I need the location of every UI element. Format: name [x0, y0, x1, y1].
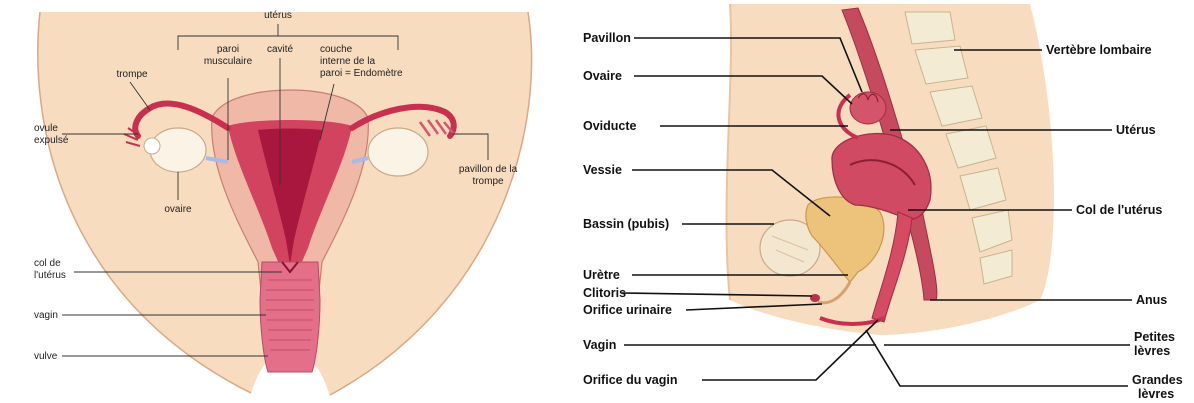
label-paroi-1: paroi — [217, 44, 239, 55]
label-col-side: Col de l'utérus — [1076, 203, 1162, 217]
expelled-ovum — [144, 138, 160, 154]
label-vertebre: Vertèbre lombaire — [1046, 43, 1152, 57]
label-anus: Anus — [1136, 293, 1167, 307]
label-ovule-2: expulsé — [34, 135, 69, 146]
right-ovary — [368, 128, 428, 176]
label-col-1: col de — [34, 258, 61, 269]
label-pavillon-1: pavillon de la — [459, 164, 518, 175]
leader-grandes — [866, 330, 1128, 386]
label-ovaire: ovaire — [164, 204, 192, 215]
label-pavillon: Pavillon — [583, 31, 631, 45]
label-pavillon-2: trompe — [472, 176, 504, 187]
label-clitoris: Clitoris — [583, 286, 626, 300]
label-ovaire: Ovaire — [583, 69, 622, 83]
label-vessie: Vessie — [583, 163, 622, 177]
label-orifice-vagin: Orifice du vagin — [583, 373, 677, 387]
label-uterus-side: Utérus — [1116, 123, 1156, 137]
label-paroi-2: musculaire — [204, 56, 253, 67]
label-petites-2: lèvres — [1134, 344, 1170, 358]
label-col-2: l'utérus — [34, 270, 66, 281]
label-uterus: utérus — [264, 10, 292, 21]
label-couche-1: couche — [320, 44, 353, 55]
label-vagin: Vagin — [583, 338, 616, 352]
label-cavite: cavité — [267, 44, 294, 55]
label-grandes-1: Grandes — [1132, 373, 1183, 387]
label-oviducte: Oviducte — [583, 119, 637, 133]
vagina-shape — [260, 262, 320, 372]
label-ovule-1: ovule — [34, 123, 58, 134]
side-view-panel: Pavillon Ovaire Oviducte Vessie Bassin (… — [583, 4, 1183, 401]
label-vulve: vulve — [34, 351, 58, 362]
label-petites-1: Petites — [1134, 330, 1175, 344]
label-orifice-urinaire: Orifice urinaire — [583, 303, 672, 317]
label-grandes-2: lèvres — [1138, 387, 1174, 401]
label-vagin: vagin — [34, 310, 58, 321]
label-couche-3: paroi = Endomètre — [320, 68, 403, 79]
front-view-panel: utérus paroi musculaire cavité couche in… — [8, 10, 556, 403]
label-bassin: Bassin (pubis) — [583, 217, 669, 231]
label-uretre: Urètre — [583, 268, 620, 282]
label-couche-2: interne de la — [320, 56, 375, 67]
label-trompe: trompe — [116, 69, 148, 80]
ovary-side — [850, 92, 886, 124]
